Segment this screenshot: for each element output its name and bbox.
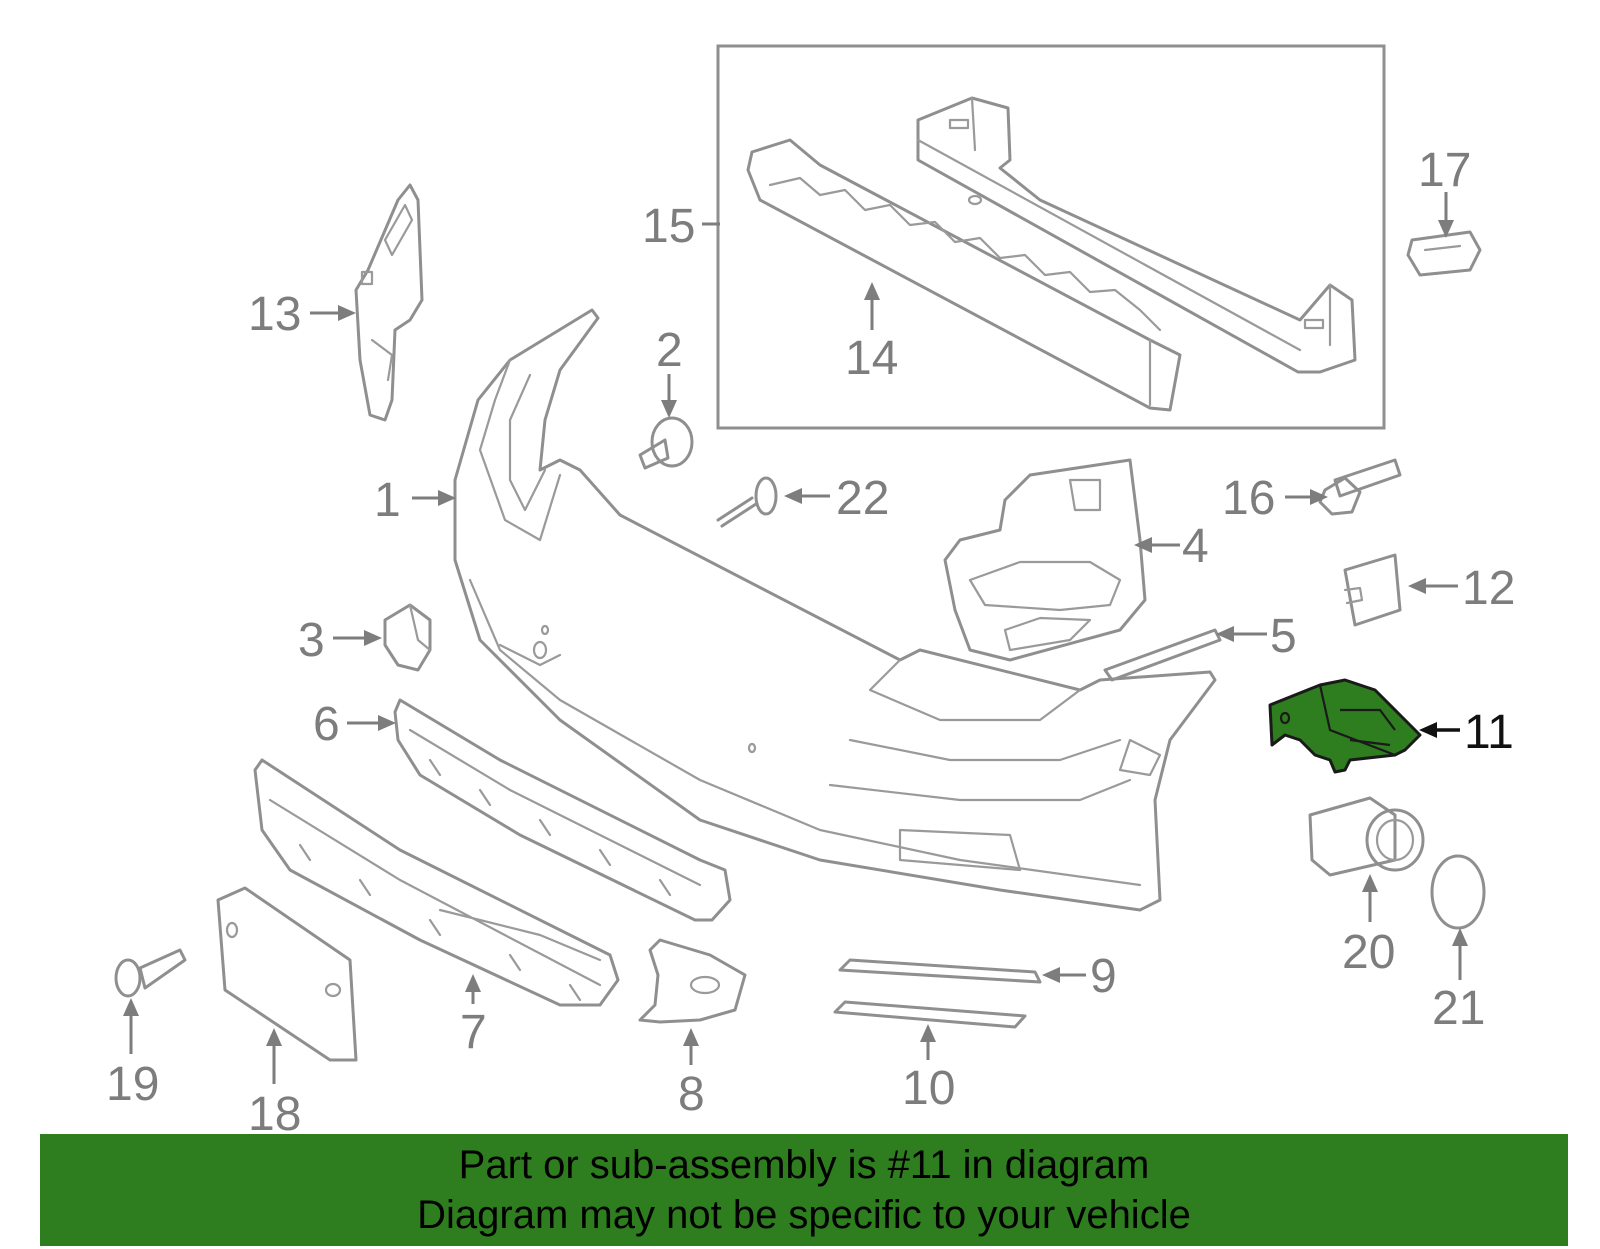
part-20-parking-sensor[interactable] — [1308, 796, 1425, 877]
callout-1[interactable]: 1 — [374, 474, 401, 527]
part-1-bumper-cover[interactable] — [453, 308, 1217, 912]
callout-18[interactable]: 18 — [248, 1088, 301, 1141]
part-2-clip[interactable] — [638, 416, 694, 470]
part-21-ring[interactable] — [1430, 854, 1486, 930]
part-22-screw[interactable] — [716, 476, 778, 528]
callout-22[interactable]: 22 — [836, 472, 889, 525]
callout-arrows — [123, 192, 1468, 1084]
part-15-reinforcement-bar[interactable] — [916, 96, 1357, 374]
part-10-strip[interactable] — [833, 1000, 1027, 1029]
callout-11-arrow — [1419, 722, 1460, 738]
callout-16[interactable]: 16 — [1222, 472, 1275, 525]
part-4-lamp-bracket[interactable] — [943, 458, 1147, 662]
part-11-sensor-holder-highlighted[interactable] — [1268, 678, 1422, 774]
callout-8[interactable]: 8 — [678, 1068, 705, 1121]
part-3-cap[interactable] — [383, 603, 432, 672]
callout-numbers: 1 2 3 4 5 6 7 8 9 10 11 12 13 14 15 16 1… — [106, 144, 1515, 1141]
part-7-lower-grille[interactable] — [253, 758, 620, 1007]
part-6-grille[interactable] — [393, 698, 732, 922]
banner-line-part-number: Part or sub-assembly is #11 in diagram — [458, 1143, 1150, 1187]
reinforcement-inset-box — [716, 44, 1386, 430]
part-17-clip[interactable] — [1406, 230, 1482, 277]
callout-11[interactable]: 11 — [1464, 706, 1514, 759]
callout-17[interactable]: 17 — [1418, 144, 1471, 197]
callout-13[interactable]: 13 — [248, 288, 301, 341]
part-19-screw[interactable] — [114, 948, 187, 998]
part-5-trim-strip[interactable] — [1103, 628, 1222, 682]
callout-6[interactable]: 6 — [313, 698, 340, 751]
part-14-energy-absorber[interactable] — [746, 138, 1182, 412]
callout-2[interactable]: 2 — [656, 324, 683, 377]
callout-19[interactable]: 19 — [106, 1058, 159, 1111]
callout-20[interactable]: 20 — [1342, 926, 1395, 979]
callout-15[interactable]: 15 — [642, 200, 695, 253]
callout-3[interactable]: 3 — [298, 614, 325, 667]
callout-12[interactable]: 12 — [1462, 562, 1515, 615]
banner-line-disclaimer: Diagram may not be specific to your vehi… — [417, 1193, 1191, 1237]
part-16-bolt[interactable] — [1318, 458, 1402, 516]
part-13-side-bracket[interactable] — [354, 183, 424, 422]
callout-9[interactable]: 9 — [1090, 950, 1117, 1003]
callout-7[interactable]: 7 — [460, 1006, 487, 1059]
part-8-side-trim[interactable] — [638, 938, 747, 1024]
callout-10[interactable]: 10 — [902, 1062, 955, 1115]
callout-14[interactable]: 14 — [845, 332, 898, 385]
part-9-strip[interactable] — [838, 958, 1042, 984]
callout-21[interactable]: 21 — [1432, 982, 1485, 1035]
part-18-license-plate-bracket[interactable] — [216, 886, 358, 1062]
callout-4[interactable]: 4 — [1182, 520, 1209, 573]
callout-5[interactable]: 5 — [1270, 610, 1297, 663]
info-banner: Part or sub-assembly is #11 in diagram D… — [40, 1134, 1568, 1246]
part-12-bracket[interactable] — [1343, 553, 1402, 627]
